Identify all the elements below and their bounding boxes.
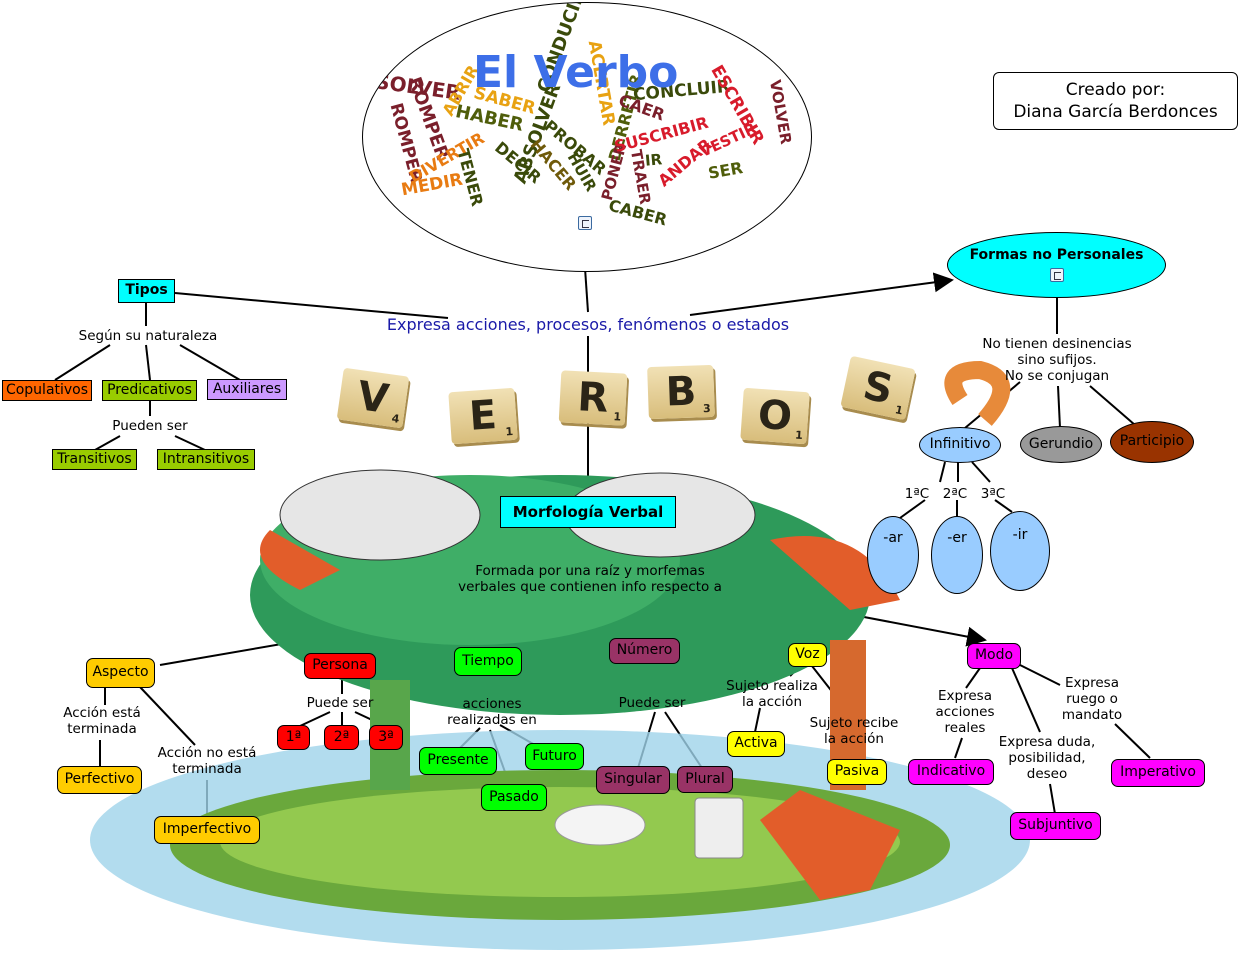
document-icon[interactable] xyxy=(578,216,592,230)
label-acciones-realizadas: acciones realizadas en xyxy=(447,696,537,729)
node-perfectivo[interactable]: Perfectivo xyxy=(57,766,142,794)
cloud-word: VOLVER xyxy=(765,78,796,146)
node-copulativos[interactable]: Copulativos xyxy=(2,380,92,401)
label-expresa-duda: Expresa duda, posibilidad, deseo xyxy=(998,734,1096,783)
label-pueden-ser: Pueden ser xyxy=(112,418,188,434)
node-tiempo[interactable]: Tiempo xyxy=(454,647,522,676)
node-pasado[interactable]: Pasado xyxy=(481,784,547,811)
label-puede-ser-numero: Puede ser xyxy=(618,695,686,711)
label-formada: Formada por una raíz y morfemas verbales… xyxy=(458,563,722,596)
node-infinitivo[interactable]: Infinitivo xyxy=(919,427,1001,463)
node-presente[interactable]: Presente xyxy=(419,747,497,775)
author-name: Diana García Berdonces xyxy=(1013,102,1218,123)
label-no-tienen: No tienen desinencias sino sufijos. No s… xyxy=(982,336,1132,385)
node-persona-3[interactable]: 3ª xyxy=(369,725,403,750)
node-imperfectivo[interactable]: Imperfectivo xyxy=(154,816,260,844)
node-numero[interactable]: Número xyxy=(609,638,680,664)
author-box: Creado por: Diana García Berdonces xyxy=(993,72,1238,130)
node-formas-no-personales[interactable]: Formas no Personales xyxy=(947,232,1166,298)
node-ar[interactable]: -ar xyxy=(867,516,919,594)
label-3c: 3ªC xyxy=(980,486,1006,502)
node-er[interactable]: -er xyxy=(931,516,983,594)
node-persona-1[interactable]: 1ª xyxy=(277,725,310,750)
node-modo[interactable]: Modo xyxy=(967,643,1021,669)
label-1c: 1ªC xyxy=(904,486,930,502)
node-transitivos[interactable]: Transitivos xyxy=(52,449,137,470)
label-sujeto-realiza: Sujeto realiza la acción xyxy=(726,678,818,711)
node-formas-label: Formas no Personales xyxy=(969,247,1144,264)
title-ellipse: SOLVER ROMPER ROMPER ABRIR DIVERTIR HABE… xyxy=(362,2,812,272)
node-tipos[interactable]: Tipos xyxy=(118,279,175,303)
node-gerundio[interactable]: Gerundio xyxy=(1020,426,1102,463)
node-activa[interactable]: Activa xyxy=(727,731,785,757)
label-puede-ser-persona: Puede ser xyxy=(306,695,374,711)
map-title: El Verbo xyxy=(473,47,679,98)
node-futuro[interactable]: Futuro xyxy=(525,743,584,770)
cloud-word: IR xyxy=(644,150,663,170)
node-predicativos[interactable]: Predicativos xyxy=(102,380,197,401)
node-pasiva[interactable]: Pasiva xyxy=(827,759,887,785)
node-persona-2[interactable]: 2ª xyxy=(324,725,359,750)
node-indicativo[interactable]: Indicativo xyxy=(908,759,994,785)
central-concept-label: Expresa acciones, procesos, fenómenos o … xyxy=(386,315,790,334)
document-icon[interactable] xyxy=(1049,267,1064,282)
node-subjuntivo[interactable]: Subjuntivo xyxy=(1010,812,1101,840)
author-label: Creado por: xyxy=(1065,80,1166,100)
cloud-word: SER xyxy=(706,158,745,183)
node-plural[interactable]: Plural xyxy=(677,766,733,793)
label-segun: Según su naturaleza xyxy=(78,328,218,344)
label-sujeto-recibe: Sujeto recibe la acción xyxy=(809,715,899,748)
node-participio[interactable]: Participio xyxy=(1110,421,1194,463)
node-auxiliares[interactable]: Auxiliares xyxy=(207,379,287,400)
node-singular[interactable]: Singular xyxy=(596,766,670,794)
label-accion-esta: Acción está terminada xyxy=(63,705,141,738)
label-accion-no-esta: Acción no está terminada xyxy=(157,745,257,778)
node-intransitivos[interactable]: Intransitivos xyxy=(157,449,255,470)
node-ir[interactable]: -ir xyxy=(990,511,1050,591)
label-expresa-ruego: Expresa ruego o mandato xyxy=(1061,675,1123,724)
label-2c: 2ªC xyxy=(942,486,968,502)
node-persona[interactable]: Persona xyxy=(304,653,376,679)
node-aspecto[interactable]: Aspecto xyxy=(86,658,155,688)
label-expresa-reales: Expresa acciones reales xyxy=(935,688,995,737)
node-imperativo[interactable]: Imperativo xyxy=(1111,759,1205,787)
node-voz[interactable]: Voz xyxy=(788,643,827,667)
node-morfologia-verbal[interactable]: Morfología Verbal xyxy=(500,496,676,528)
